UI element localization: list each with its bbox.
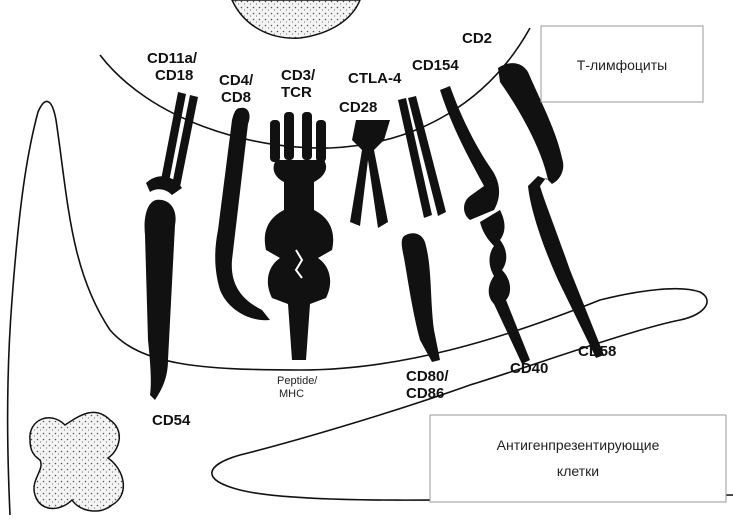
- cd11a-cd18-molecule: [146, 92, 198, 195]
- cd40-molecule: [480, 210, 530, 364]
- cd28-molecule: [350, 120, 390, 228]
- label-peptide: Peptide/: [277, 375, 318, 387]
- label-cd3: CD3/: [281, 67, 316, 84]
- apc-label-line1: Антигенпрезентирующие: [497, 437, 660, 453]
- ctla4-molecule: [398, 96, 446, 218]
- label-cd28: CD28: [339, 99, 377, 116]
- t-cell-nucleus: [232, 0, 360, 38]
- label-cd8: CD8: [221, 89, 251, 106]
- label-tcr: TCR: [281, 84, 312, 101]
- label-cd2: CD2: [462, 30, 492, 47]
- label-cd154: CD154: [412, 57, 459, 74]
- label-cd11a: CD11a/: [147, 50, 198, 67]
- label-ctla4: CTLA-4: [348, 70, 402, 87]
- cd154-molecule: [440, 86, 499, 220]
- apc-label-line2: клетки: [557, 463, 599, 479]
- label-cd54: CD54: [152, 412, 191, 429]
- cd2-cd58-molecule: [498, 63, 604, 358]
- cd3-tcr-molecule: [265, 112, 333, 360]
- label-cd80: CD80/: [406, 368, 449, 385]
- apc-label-box: [430, 415, 726, 502]
- label-cd58: CD58: [578, 343, 616, 360]
- cd80-cd86-molecule: [402, 233, 440, 362]
- t-cell-label: Т-лимфоциты: [577, 57, 667, 73]
- cd4-cd8-molecule: [215, 108, 270, 321]
- apc-nucleus: [30, 412, 123, 511]
- label-mhc: MHC: [279, 388, 304, 400]
- label-cd86: CD86: [406, 385, 444, 402]
- label-cd18: CD18: [155, 67, 193, 84]
- label-cd40: CD40: [510, 360, 548, 377]
- cd54-molecule: [145, 200, 176, 400]
- label-cd4: CD4/: [219, 72, 254, 89]
